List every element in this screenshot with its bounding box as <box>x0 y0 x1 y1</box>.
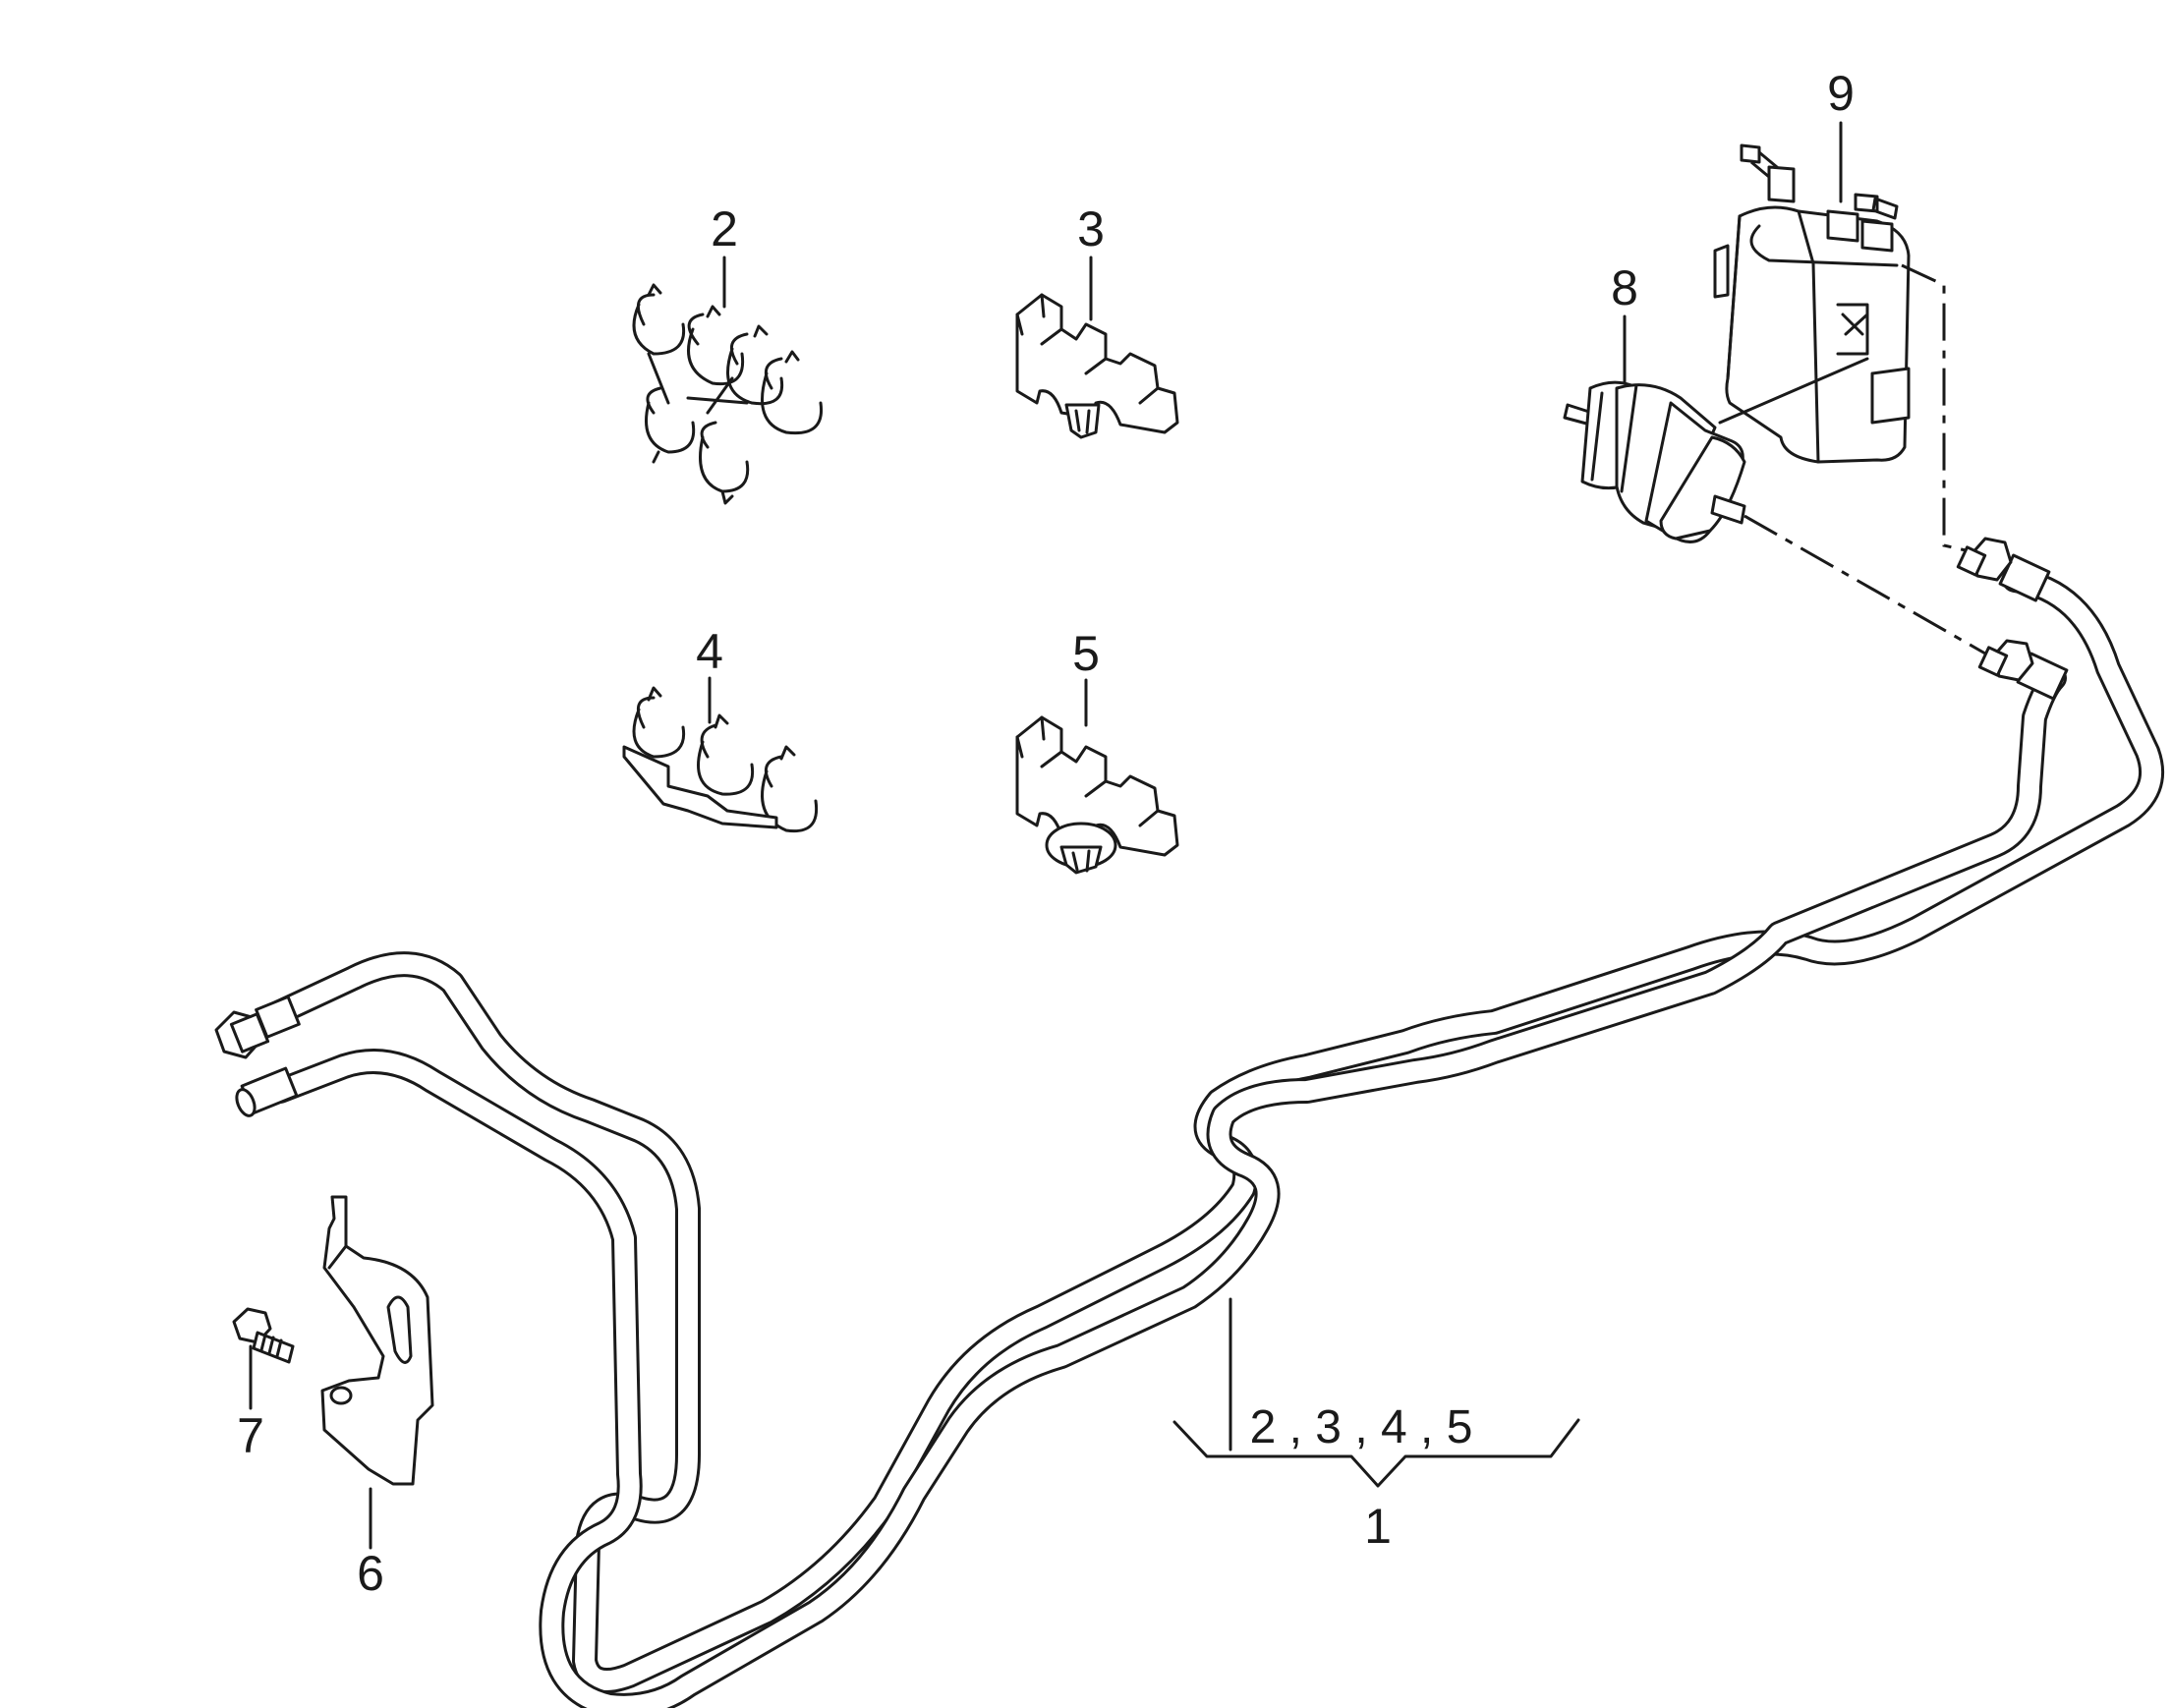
charcoal-canister-9 <box>1713 143 1911 464</box>
pipe-clip-5 <box>1015 715 1179 875</box>
callout-7: 7 <box>237 1408 264 1463</box>
pipe-end-left <box>235 1066 299 1117</box>
bolt-7 <box>232 1307 295 1364</box>
fuel-filter-8 <box>1563 380 1746 543</box>
callout-group: 2 , 3 , 4 , 5 <box>1250 1401 1473 1453</box>
quick-connector-right-lower <box>1977 639 2069 701</box>
callout-1: 1 <box>1364 1499 1392 1554</box>
fuel-pipe-a-inner <box>270 570 2162 1690</box>
quick-connector-left <box>214 995 301 1059</box>
pipe-clip-3 <box>1015 293 1179 439</box>
pipe-clip-2 <box>632 283 824 505</box>
callout-2: 2 <box>711 201 738 256</box>
quick-connector-right-upper <box>1956 537 2051 602</box>
fuel-pipe-assembly <box>214 537 2165 1708</box>
bracket-6 <box>320 1195 434 1486</box>
dash-canister-to-connector <box>1901 263 1967 552</box>
callout-8: 8 <box>1611 260 1638 315</box>
callout-5: 5 <box>1072 626 1100 681</box>
pipe-clip-4 <box>622 686 819 833</box>
fuel-pipe-b-inner <box>270 668 2064 1708</box>
line-canister-to-filter <box>1718 357 1869 425</box>
callout-9: 9 <box>1827 66 1855 121</box>
callout-4: 4 <box>696 624 723 679</box>
callout-3: 3 <box>1077 201 1105 256</box>
leader-lines <box>249 121 1843 1550</box>
dash-filter-to-connector <box>1743 514 1986 655</box>
callout-6: 6 <box>357 1546 384 1601</box>
